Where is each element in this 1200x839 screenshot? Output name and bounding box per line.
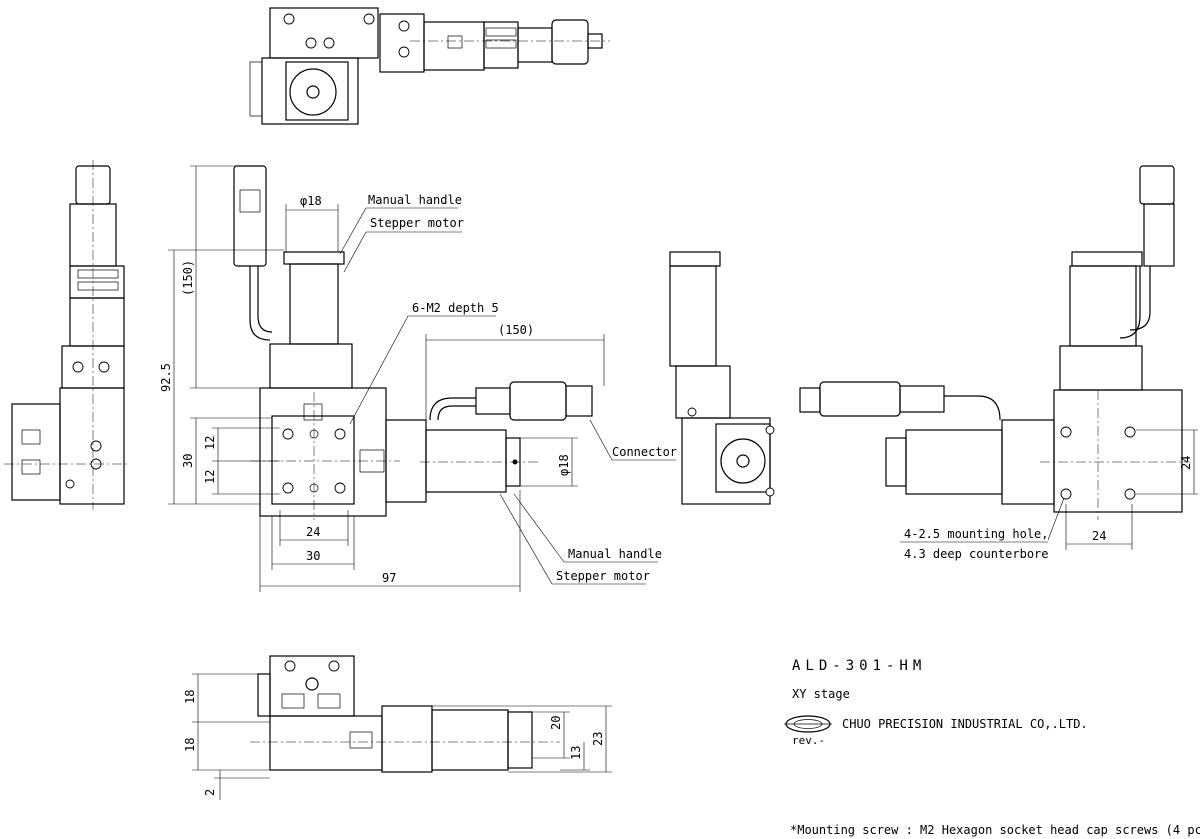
leader-lines xyxy=(339,207,1065,585)
stepper-motor-top-label: Stepper motor xyxy=(370,216,464,230)
stepper-motor-bottom-label: Stepper motor xyxy=(556,569,650,583)
front-view xyxy=(233,165,593,520)
dim-97: 97 xyxy=(382,571,396,585)
dim-phi18-top: φ18 xyxy=(300,194,322,208)
dim-30-height: 30 xyxy=(181,454,195,468)
title-block: ALD-301-HM XY stage CHUO PRECISION INDUS… xyxy=(784,658,1088,747)
left-side-view xyxy=(4,160,130,510)
dim-phi18-right: φ18 xyxy=(557,454,571,476)
dim-92-5: 92.5 xyxy=(159,363,173,392)
rear-view xyxy=(799,165,1190,520)
dimension-lines xyxy=(168,165,1198,800)
product-type: XY stage xyxy=(792,687,850,701)
dim-150-vertical: (150) xyxy=(181,260,195,296)
dim-24-right-horizontal: 24 xyxy=(1092,529,1106,543)
m2-depth-label: 6-M2 depth 5 xyxy=(412,301,499,315)
dim-12-upper: 12 xyxy=(203,436,217,450)
dim-18-lower: 18 xyxy=(183,738,197,752)
dim-150-horizontal: (150) xyxy=(498,323,534,337)
dim-13: 13 xyxy=(569,746,583,760)
company-logo xyxy=(784,715,832,733)
manual-handle-top-label: Manual handle xyxy=(368,193,462,207)
dim-12-lower: 12 xyxy=(203,470,217,484)
dim-23: 23 xyxy=(591,732,605,746)
dim-18-upper: 18 xyxy=(183,690,197,704)
connector-label: Connector xyxy=(612,445,677,459)
company-name: CHUO PRECISION INDUSTRIAL CO,.LTD. xyxy=(842,717,1088,731)
revision: rev.- xyxy=(792,734,825,747)
mounting-hole-label-2: 4.3 deep counterbore xyxy=(904,547,1049,561)
dim-30-width: 30 xyxy=(306,549,320,563)
dim-20: 20 xyxy=(549,716,563,730)
model-number: ALD-301-HM xyxy=(792,658,926,674)
right-side-view xyxy=(669,251,775,505)
dim-24-right-vertical: 24 xyxy=(1179,456,1193,470)
dim-2: 2 xyxy=(203,789,217,796)
mounting-hole-label-1: 4-2.5 mounting hole, xyxy=(904,527,1049,541)
dim-24-left: 24 xyxy=(306,525,320,539)
bottom-view xyxy=(250,655,560,773)
manual-handle-bottom-label: Manual handle xyxy=(568,547,662,561)
top-view xyxy=(249,7,610,125)
footnote: *Mounting screw : M2 Hexagon socket head… xyxy=(790,823,1200,837)
